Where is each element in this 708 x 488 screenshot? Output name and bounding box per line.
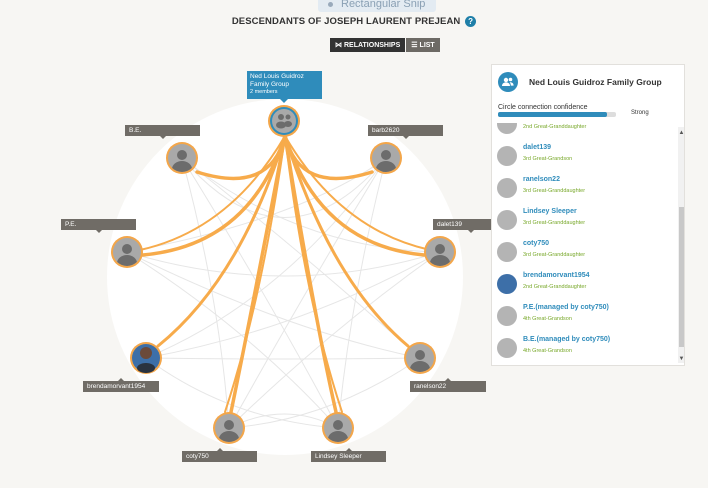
group-details-panel: Ned Louis Guidroz Family Group Circle co… — [491, 64, 685, 366]
list-view-button[interactable]: ☰LIST — [406, 38, 440, 52]
node-label-be: B.E. — [125, 125, 200, 139]
avatar — [497, 178, 517, 198]
group-icon — [498, 72, 518, 92]
avatar — [497, 242, 517, 262]
help-icon[interactable]: ? — [465, 16, 477, 27]
list-item[interactable]: 2nd Great-Granddaughter — [497, 123, 673, 140]
panel-title: Ned Louis Guidroz Family Group — [529, 77, 662, 87]
graph-circle-background — [107, 99, 463, 455]
avatar — [497, 338, 517, 358]
node-label-brendamorvant1954: brendamorvant1954 — [83, 378, 159, 392]
group-icon — [276, 114, 292, 129]
list-item[interactable]: P.E.(managed by coty750)4th Great-Grands… — [497, 302, 673, 332]
avatar — [497, 146, 517, 166]
confidence-bar — [498, 112, 616, 117]
group-node[interactable] — [268, 105, 300, 137]
list-icon: ☰ — [411, 42, 418, 49]
panel-scrollbar[interactable]: ▲ ▼ — [678, 127, 685, 363]
node-label-coty750: coty750 — [182, 448, 257, 462]
node-label-lindsey-sleeper: Lindsey Sleeper — [311, 448, 386, 462]
confidence-bar-fill — [498, 112, 607, 117]
avatar — [497, 210, 517, 230]
avatar — [497, 123, 517, 134]
avatar — [497, 274, 517, 294]
page-title: DESCENDANTS OF JOSEPH LAURENT PREJEAN ? — [0, 16, 708, 27]
node-label-dalet139: dalet139 — [433, 219, 509, 233]
rectangular-snip-overlay: Rectangular Snip — [318, 0, 436, 12]
network-icon: ⋈ — [335, 42, 342, 49]
view-toggle: ⋈RELATIONSHIPS ☰LIST — [330, 38, 440, 52]
scroll-up-icon[interactable]: ▲ — [678, 130, 685, 136]
node-label-ranelson22: ranelson22 — [410, 378, 486, 392]
node-label-pe: P.E. — [61, 219, 136, 233]
relationships-view-button[interactable]: ⋈RELATIONSHIPS — [330, 38, 406, 52]
inter-member-links — [126, 157, 441, 429]
confidence-label: Circle connection confidence — [498, 104, 588, 111]
node-brendamorvant1954[interactable] — [130, 342, 162, 374]
scrollbar-thumb[interactable] — [679, 207, 684, 347]
avatar — [497, 306, 517, 326]
list-item[interactable]: B.E.(managed by coty750)4th Great-Grands… — [497, 334, 673, 363]
snip-icon — [328, 2, 333, 7]
scroll-down-icon[interactable]: ▼ — [678, 356, 685, 362]
node-label-barb2620: barb2620 — [368, 125, 443, 139]
confidence-value: Strong — [631, 110, 649, 116]
group-links — [139, 134, 431, 414]
